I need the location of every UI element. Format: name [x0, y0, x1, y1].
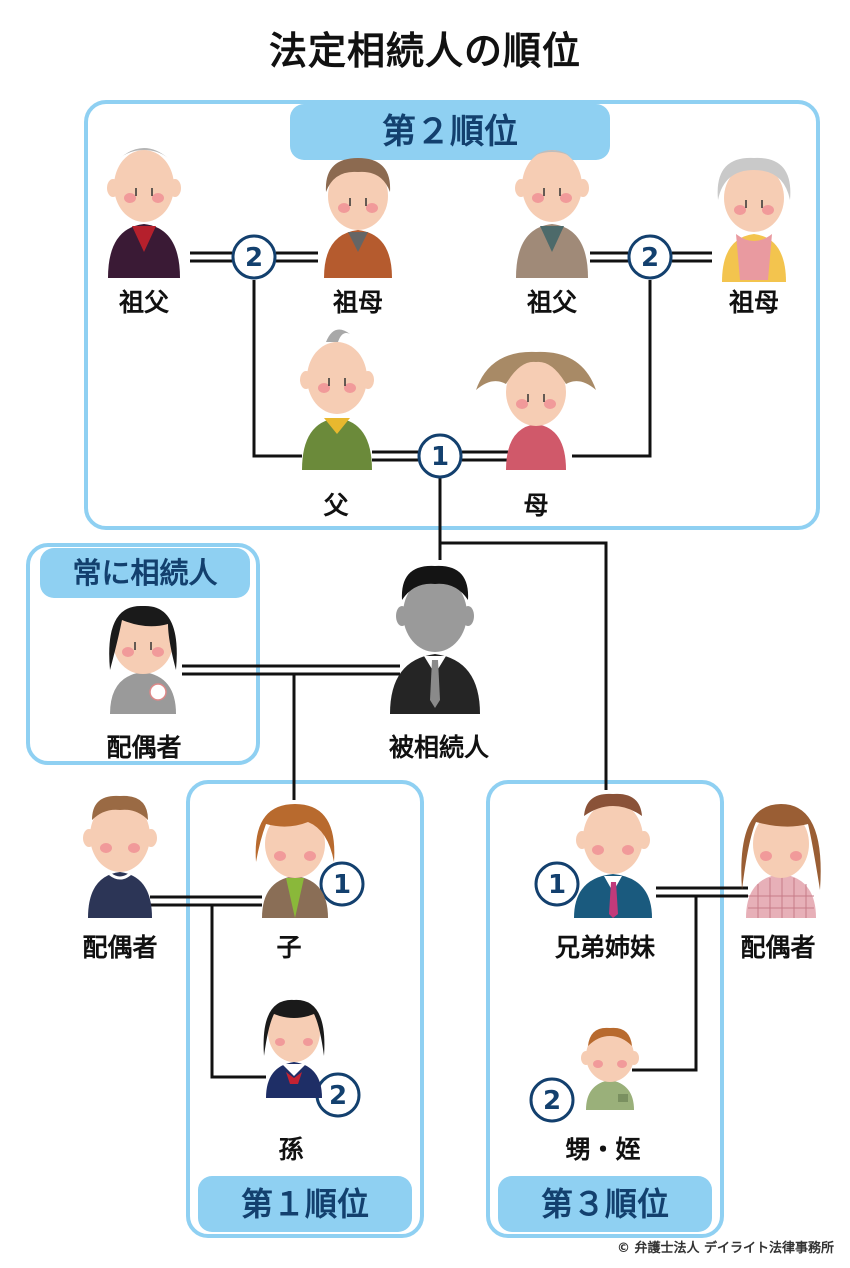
spouse-avatar-icon: [109, 605, 177, 714]
label-grandfather-right: 祖父: [526, 288, 577, 317]
rank-badge-grandchild: 2: [315, 1072, 361, 1118]
nephew-niece-avatar-icon: [581, 1027, 639, 1110]
rank-badge-nephew: 2: [529, 1077, 575, 1123]
rank-badge-sibling: 1: [534, 861, 580, 907]
copyright-credit: © 弁護士法人 デイライト法律事務所: [616, 1241, 834, 1256]
rank-badge-child: 1: [319, 861, 365, 907]
label-grandchild: 孫: [278, 1135, 304, 1164]
label-spouse: 配偶者: [106, 733, 182, 762]
badge-text: 2: [245, 243, 263, 273]
label-child: 子: [276, 933, 302, 962]
sibling-spouse-avatar-icon: [741, 804, 821, 918]
mother-avatar-icon: [476, 351, 596, 470]
always-heir-tab: 常に相続人: [40, 548, 250, 598]
grandmother-right-avatar-icon: [717, 157, 791, 282]
label-sibling: 兄弟姉妹: [554, 933, 655, 962]
child-spouse-avatar-icon: [83, 795, 157, 918]
grandfather-right-avatar-icon: [515, 150, 589, 278]
label-grandmother-left: 祖母: [332, 288, 383, 317]
label-child-spouse: 配偶者: [82, 933, 158, 962]
label-father: 父: [323, 491, 349, 520]
rank3-panel: [486, 780, 724, 1238]
badge-text: 2: [543, 1086, 561, 1116]
rank3-tab: 第３順位: [498, 1176, 712, 1232]
rank-badge-parents: 1: [417, 433, 463, 479]
rank1-tab: 第１順位: [198, 1176, 412, 1232]
label-grandfather-left: 祖父: [118, 288, 169, 317]
label-decedent: 被相続人: [388, 733, 489, 762]
grandchild-avatar-icon: [263, 999, 325, 1098]
label-grandmother-right: 祖母: [728, 288, 779, 317]
rank-badge-grandparents-right: 2: [627, 234, 673, 280]
badge-text: 2: [641, 243, 659, 273]
father-avatar-icon: [300, 329, 374, 470]
badge-text: 2: [329, 1081, 347, 1111]
label-mother: 母: [523, 491, 549, 520]
sibling-avatar-icon: [574, 793, 652, 918]
child-avatar-icon: [255, 804, 335, 918]
label-sibling-spouse: 配偶者: [740, 933, 816, 962]
label-nephew-niece: 甥・姪: [565, 1135, 641, 1164]
rank-badge-grandparents-left: 2: [231, 234, 277, 280]
grandmother-left-avatar-icon: [324, 158, 392, 278]
decedent-avatar-icon: [390, 565, 480, 714]
badge-text: 1: [333, 870, 351, 900]
grandfather-left-avatar-icon: [107, 148, 181, 278]
badge-text: 1: [548, 870, 566, 900]
page-title: 法定相続人の順位: [268, 29, 581, 73]
badge-text: 1: [431, 442, 449, 472]
